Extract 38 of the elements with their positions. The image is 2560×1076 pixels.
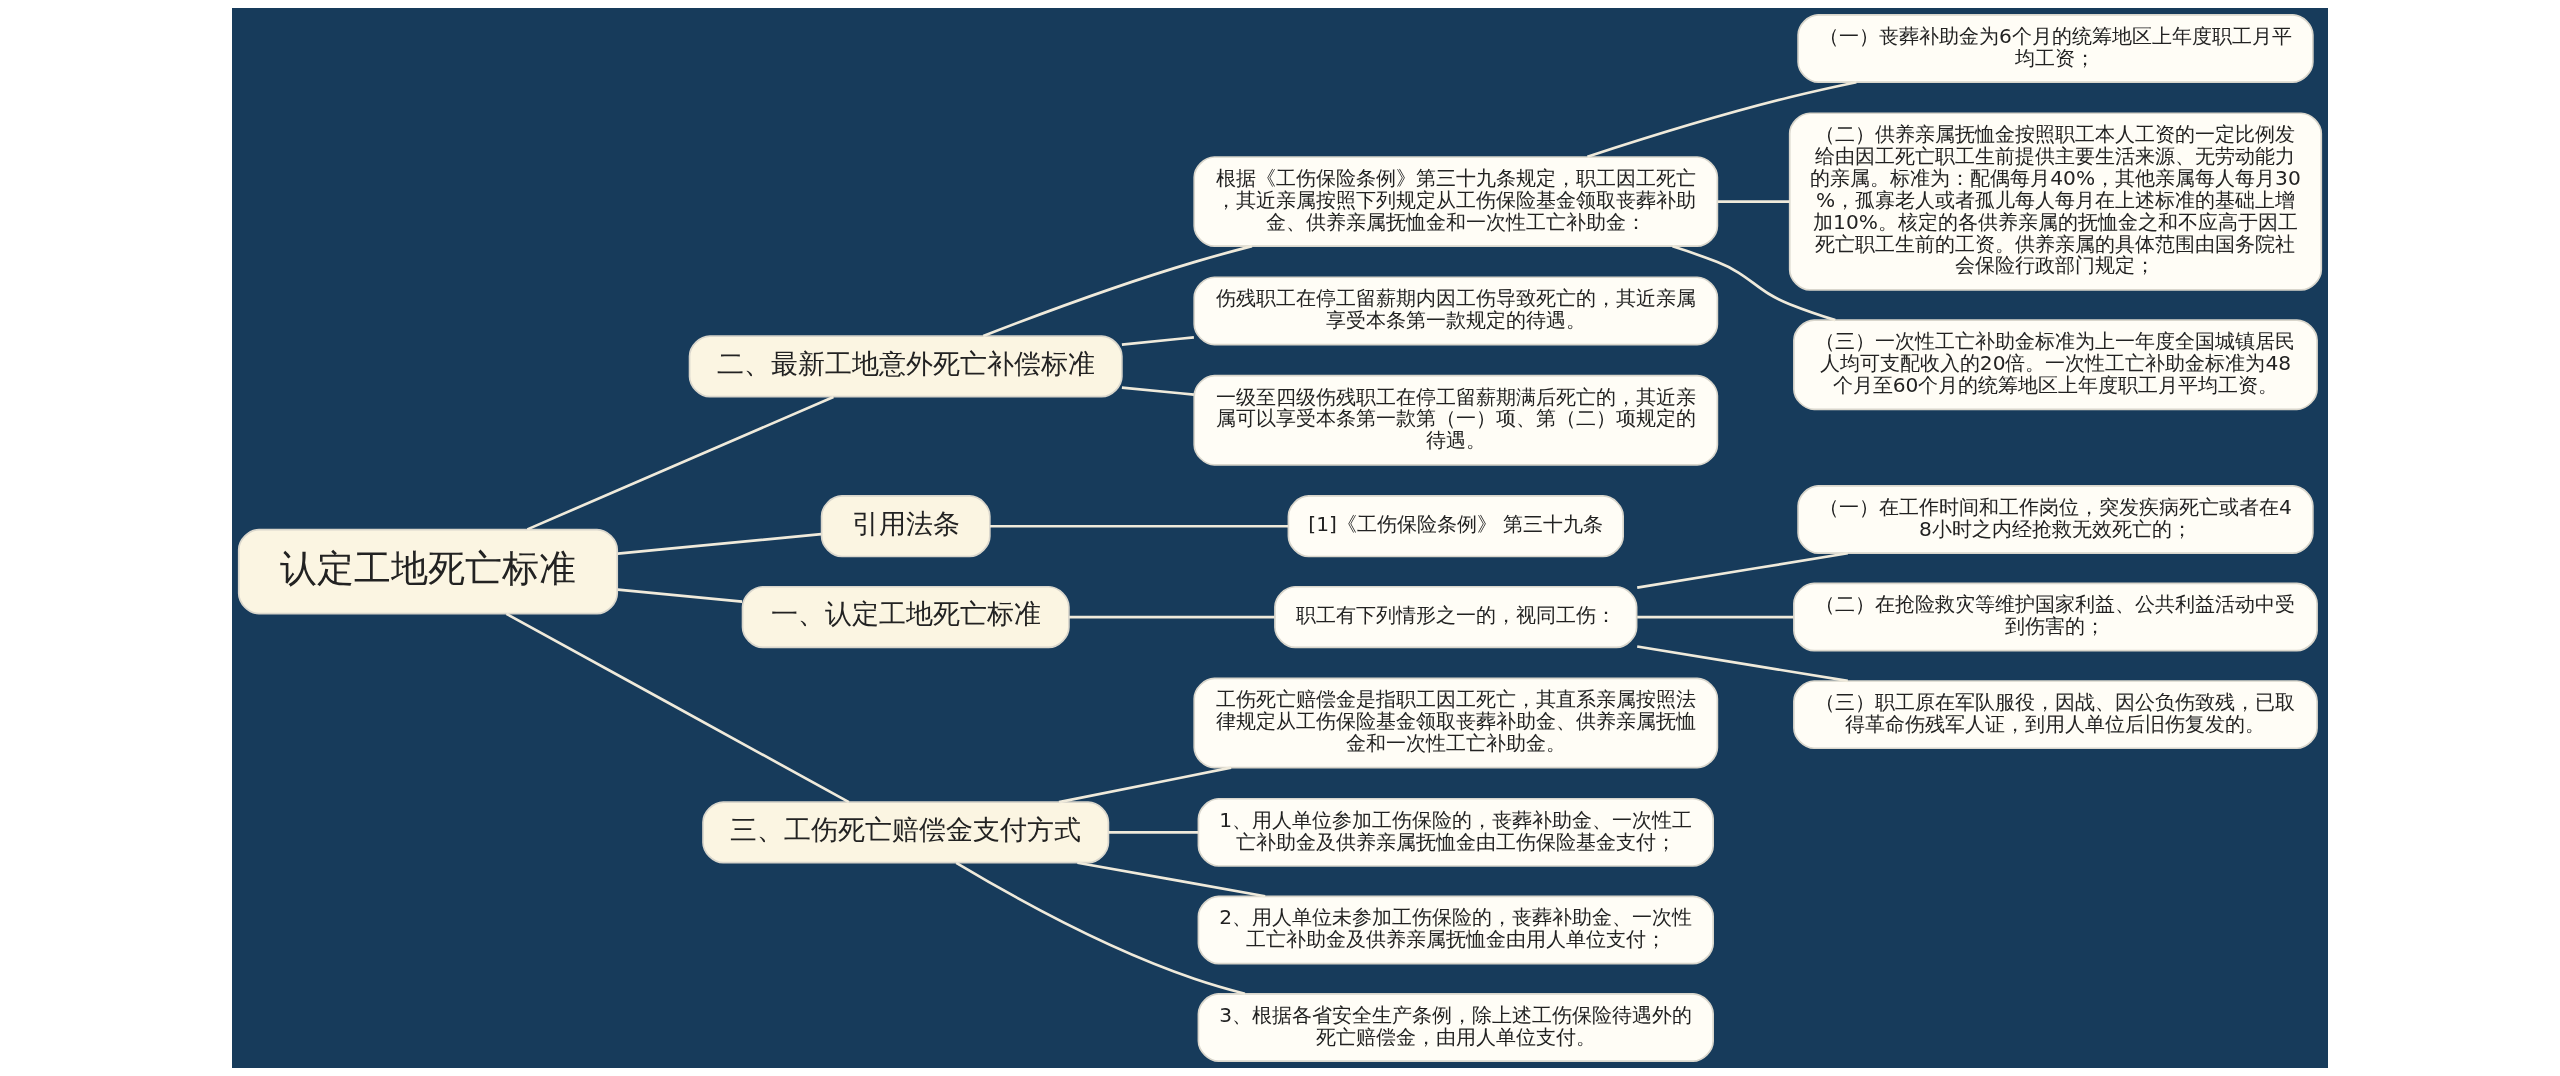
node-box: 伤残职工在停工留薪期内因工伤导致死亡的，其近亲属享受本条第一款规定的待遇。: [1193, 276, 1719, 346]
node-box: 一、认定工地死亡标准: [741, 585, 1070, 649]
connector: [505, 612, 850, 804]
connector: [955, 861, 1246, 995]
connector: [617, 588, 743, 603]
connector: [1058, 766, 1232, 804]
connector: [989, 524, 1289, 528]
node-box: 2、用人单位未参加工伤保险的，丧葬补助金、一次性工亡补助金及供养亲属抚恤金由用人单位支付；: [1197, 895, 1714, 965]
node-box: 二、最新工地意外死亡补偿标准: [688, 335, 1123, 398]
connector: [1587, 80, 1857, 159]
node-box: （一）在工作时间和工作岗位，突发疾病死亡或者在48小时之内经抢救无效死亡的；: [1797, 485, 2314, 554]
connector: [1069, 615, 1275, 619]
node-box: （三）职工原在军队服役，因战、因公负伤致残，已取得革命伤残军人证，到用人单位后旧伤复发的。: [1793, 680, 2318, 750]
connector: [1121, 336, 1195, 346]
connector: [1717, 200, 1790, 203]
node-box: 3、根据各省安全生产条例，除上述工伤保险待遇外的死亡赔偿金，由用人单位支付。: [1197, 993, 1714, 1062]
node-box: 根据《工伤保险条例》第三十九条规定，职工因工死亡，其近亲属按照下列规定从工伤保险基金领取丧葬补助金、供养亲属抚恤金和一次性工亡补助金：: [1193, 156, 1719, 247]
node-box: （二）在抢险救灾等维护国家利益、公共利益活动中受到伤害的；: [1793, 582, 2318, 652]
node-box: （一）丧葬补助金为6个月的统筹地区上年度职工月平均工资；: [1797, 14, 2314, 83]
node-box: 认定工地死亡标准: [237, 528, 619, 615]
node-box: 工伤死亡赔偿金是指职工因工死亡，其直系亲属按照法律规定从工伤保险基金领取丧葬补助金、供养亲属抚恤金和一次性工亡补助金。: [1193, 677, 1719, 769]
connector: [1672, 245, 1836, 322]
node-box: 引用法条: [820, 495, 991, 558]
node-box: 一级至四级伤残职工在停工留薪期满后死亡的，其近亲属可以享受本条第一款第（一）项、第（二）项规定的待遇。: [1193, 374, 1719, 466]
connector: [1108, 831, 1199, 834]
node-box: 三、工伤死亡赔偿金支付方式: [702, 801, 1110, 864]
connector: [1636, 551, 1848, 589]
connector: [1636, 645, 1848, 683]
connector: [982, 244, 1253, 338]
node-box: 职工有下列情形之一的，视同工伤：: [1274, 585, 1638, 649]
node-box: （二）供养亲属抚恤金按照职工本人工资的一定比例发给由因工死亡职工生前提供主要生活来源、无劳动能力的亲属。标准为：配偶每月40%，其他亲属每人每月30%，孤寡老人或者孤儿每人每月在上述标准的基础上增加10%。核定的各供养亲属的抚恤金之和不应高于因工死亡职工生前的工资。供养亲属的具体范围由国务院社会保险行政部门规定；: [1788, 112, 2323, 291]
node-box: [1]《工伤保险条例》 第三十九条: [1287, 495, 1624, 558]
connector: [617, 532, 822, 555]
node-box: （三）一次性工亡补助金标准为上一年度全国城镇居民人均可支配收入的20倍。一次性工亡补助金标准为48个月至60个月的统筹地区上年度职工月平均工资。: [1793, 319, 2318, 411]
connector: [526, 395, 834, 531]
node-box: 1、用人单位参加工伤保险的，丧葬补助金、一次性工亡补助金及供养亲属抚恤金由工伤保险基金支付；: [1197, 797, 1714, 867]
connector: [1121, 386, 1195, 396]
connector: [1637, 615, 1794, 619]
